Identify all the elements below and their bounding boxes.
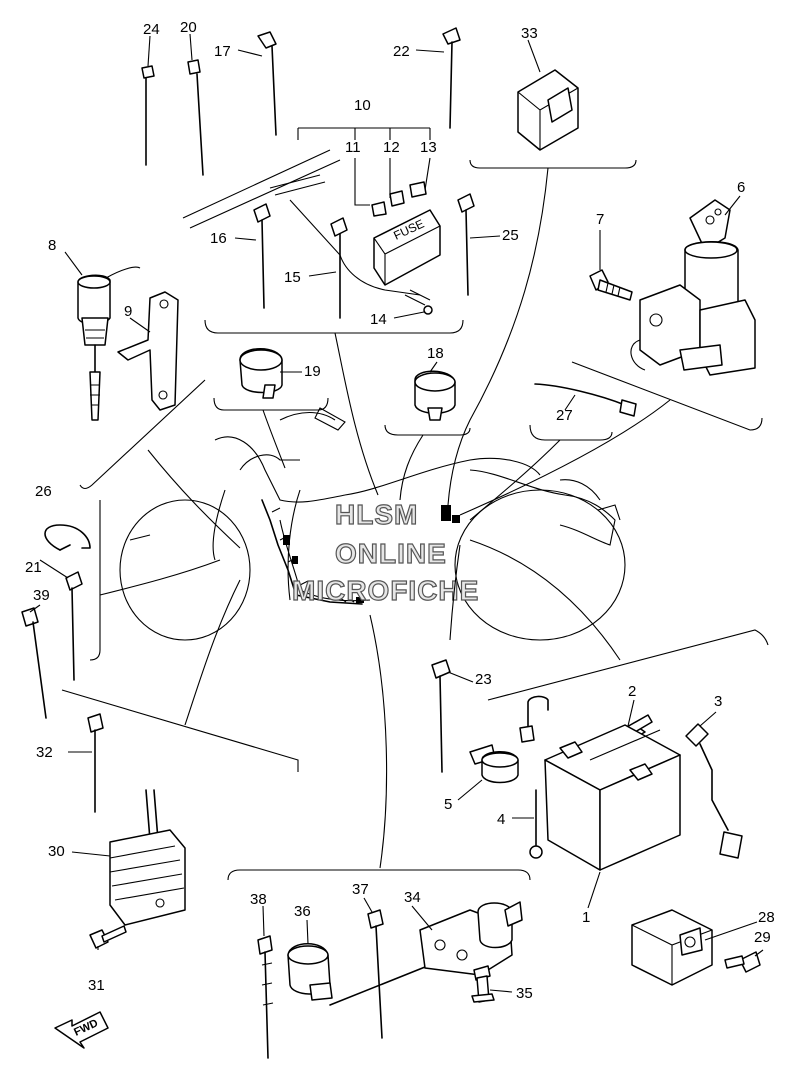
callout-33: 33: [521, 25, 538, 42]
part-26-clip: [44, 524, 91, 551]
watermark-line-3: MICROFICHE: [292, 575, 479, 606]
callout-35: 35: [516, 985, 533, 1002]
part-35-bolt: [471, 965, 495, 1003]
part-7-bolt: [589, 269, 633, 301]
callout-4: 4: [497, 811, 505, 828]
callout-1: 1: [582, 909, 590, 926]
part-24-cable-tie: [141, 65, 155, 166]
part-38-band: [257, 935, 274, 1059]
callout-7: 7: [596, 211, 604, 228]
callout-38: 38: [250, 891, 267, 908]
watermark-line-2: ONLINE: [335, 538, 447, 569]
callout-31: 31: [88, 977, 105, 994]
motorcycle-outline: [119, 407, 626, 641]
callout-24: 24: [143, 21, 160, 38]
part-5-clamp: [469, 744, 519, 784]
part-29-bolt: [724, 951, 761, 973]
part-3-battery-lead: [685, 723, 743, 859]
part-21-band: [65, 571, 83, 681]
part-9-bracket: [117, 291, 179, 411]
part-22-band: [442, 27, 461, 129]
callout-numbers: 24 20 17 22 33 10 11 12 13 6 7 16 15 25 …: [25, 19, 775, 1002]
callout-8: 8: [48, 237, 56, 254]
fwd-arrow-icon: FWD: [54, 1011, 109, 1049]
callout-13: 13: [420, 139, 437, 156]
callout-12: 12: [383, 139, 400, 156]
part-18-clamp: [414, 370, 456, 421]
callout-36: 36: [294, 903, 311, 920]
callout-26: 26: [35, 483, 52, 500]
callout-2: 2: [628, 683, 636, 700]
callout-10: 10: [354, 97, 371, 114]
part-1-battery: [544, 724, 681, 871]
callout-22: 22: [393, 43, 410, 60]
part-19-clamp: [239, 348, 283, 399]
callout-23: 23: [475, 671, 492, 688]
callout-5: 5: [444, 796, 452, 813]
part-34-sensor: [329, 901, 523, 1006]
part-8-component: [77, 266, 141, 421]
part-39-band: [21, 607, 47, 719]
callout-39: 39: [33, 587, 50, 604]
callout-30: 30: [48, 843, 65, 860]
callout-34: 34: [404, 889, 421, 906]
callout-leaders: [29, 33, 764, 993]
callout-27: 27: [556, 407, 573, 424]
part-16-band: [253, 203, 271, 309]
callout-15: 15: [284, 269, 301, 286]
callout-32: 32: [36, 744, 53, 761]
callout-17: 17: [214, 43, 231, 60]
watermark-line-1: HLSM: [335, 499, 418, 530]
part-30-rectifier: [109, 789, 186, 926]
callout-21: 21: [25, 559, 42, 576]
part-28-starter-relay: [631, 909, 713, 986]
watermark: HLSM ONLINE MICROFICHE: [291, 498, 479, 606]
callout-37: 37: [352, 881, 369, 898]
callout-16: 16: [210, 230, 227, 247]
part-20-cable-tie: [187, 59, 204, 176]
callout-20: 20: [180, 19, 197, 36]
group-brackets: [61, 128, 769, 881]
callout-9: 9: [124, 303, 132, 320]
part-33-relay: [517, 69, 579, 151]
part-25-band: [457, 193, 475, 296]
callout-19: 19: [304, 363, 321, 380]
callout-3: 3: [714, 693, 722, 710]
part-17-band: [257, 31, 277, 136]
callout-25: 25: [502, 227, 519, 244]
part-36-clamp: [287, 943, 333, 1001]
part-15-band: [330, 217, 348, 319]
callout-28: 28: [758, 909, 775, 926]
part-23-band: [431, 659, 451, 773]
part-37-band: [367, 909, 384, 1039]
callout-11: 11: [345, 139, 361, 156]
part-31-bolt: [89, 925, 127, 949]
callout-29: 29: [754, 929, 771, 946]
callout-18: 18: [427, 345, 444, 362]
part-6-ignition-switch: [630, 199, 756, 376]
part-32-band: [87, 713, 104, 813]
callout-6: 6: [737, 179, 745, 196]
part-27-tube: [534, 383, 637, 417]
part-4-battery-lead: [519, 695, 549, 859]
callout-14: 14: [370, 311, 387, 328]
